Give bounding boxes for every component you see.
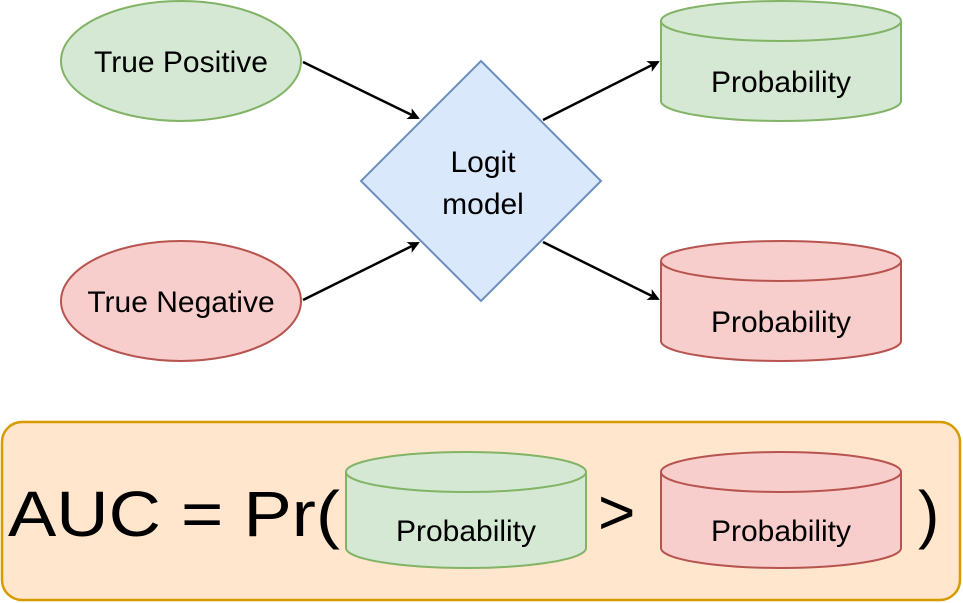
node-true-negative[interactable]: True Negative [60, 240, 302, 362]
formula-lhs: AUC = Pr( [8, 478, 340, 550]
auc-formula-box: AUC = Pr( Probability > Probability ) [0, 420, 962, 602]
logit-model-label-line1: Logit [450, 146, 516, 179]
node-probability-negative[interactable]: Probability [660, 240, 902, 362]
edge-tn-to-model [302, 241, 420, 302]
formula-operator: > [598, 476, 635, 548]
formula-probability-positive[interactable]: Probability [345, 451, 587, 569]
formula-probability-positive-label: Probability [396, 515, 536, 548]
true-negative-label: True Negative [87, 286, 274, 319]
formula-probability-negative-label: Probability [711, 515, 851, 548]
edge-model-to-prob-positive [542, 60, 660, 122]
probability-negative-label: Probability [711, 306, 851, 339]
formula-close-paren: ) [918, 478, 939, 550]
node-probability-positive[interactable]: Probability [660, 0, 902, 122]
true-positive-label: True Positive [94, 46, 268, 79]
edge-tp-to-model [302, 60, 420, 120]
edge-model-to-prob-negative [542, 240, 660, 301]
logit-model-label-line2: model [442, 188, 524, 221]
formula-probability-negative[interactable]: Probability [660, 451, 902, 569]
node-true-positive[interactable]: True Positive [60, 0, 302, 122]
probability-positive-label: Probability [711, 66, 851, 99]
node-logit-model[interactable]: Logit model [359, 59, 603, 303]
edges [302, 60, 660, 302]
